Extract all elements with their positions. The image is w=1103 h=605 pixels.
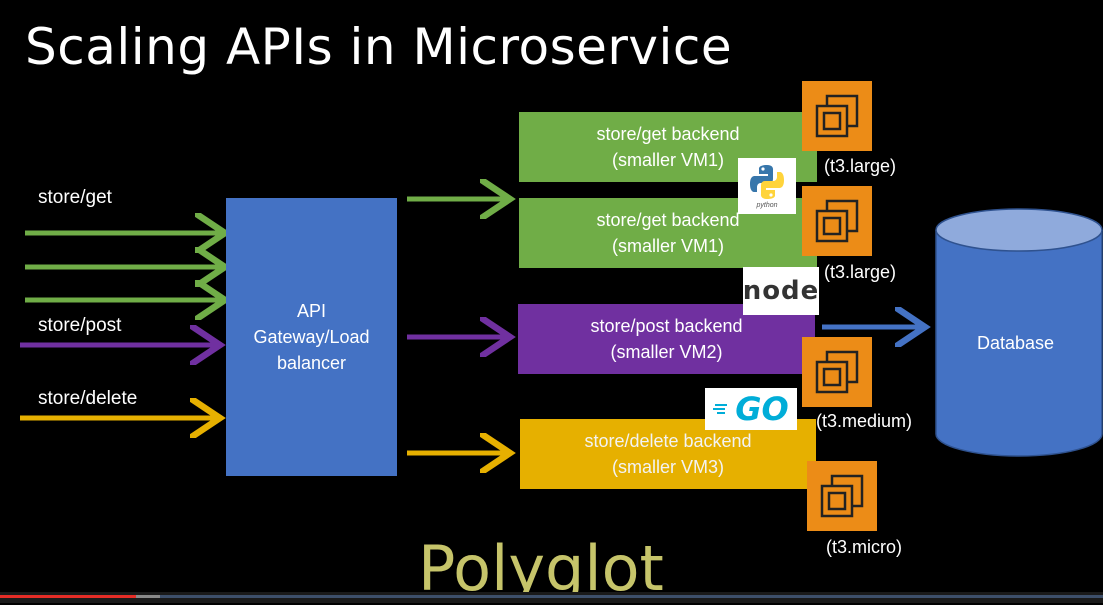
instance-label-2: (t3.large) <box>824 262 897 282</box>
backend-post-name: store/post backend <box>590 316 743 336</box>
route-label-post: store/post <box>38 315 122 336</box>
route-label-get: store/get <box>38 187 112 208</box>
gateway-line-1: API <box>296 301 326 321</box>
api-gateway-box: API Gateway/Load balancer <box>226 198 397 476</box>
backend-get-1-name: store/get backend <box>596 124 740 144</box>
backend-post-vm: (smaller VM2) <box>610 342 723 362</box>
backend-delete: store/delete backend (smaller VM3) <box>520 419 816 489</box>
instance-label-1: (t3.large) <box>824 156 897 176</box>
slide-title: Scaling APIs in Microservice <box>25 18 733 76</box>
instance-label-4: (t3.micro) <box>826 537 902 557</box>
backend-get-2-name: store/get backend <box>596 210 740 230</box>
ec2-instance-icon <box>802 337 872 407</box>
nodejs-logo-text: node <box>742 276 820 306</box>
backend-delete-vm: (smaller VM3) <box>611 457 724 477</box>
gateway-line-3: balancer <box>276 353 347 373</box>
video-progress-buffered <box>136 595 160 598</box>
instance-label-3: (t3.medium) <box>816 411 913 431</box>
golang-logo-text: GO <box>735 390 789 428</box>
backend-get-2-vm: (smaller VM1) <box>611 236 724 256</box>
video-progress-played[interactable] <box>0 595 138 598</box>
nodejs-logo-icon: node <box>743 267 819 315</box>
backend-post: store/post backend (smaller VM2) <box>518 304 815 374</box>
backend-delete-name: store/delete backend <box>584 431 752 451</box>
golang-logo-icon: GO <box>705 388 797 430</box>
video-progress-track[interactable] <box>0 595 1103 598</box>
python-logo-text: python <box>756 202 778 209</box>
database-label: Database <box>977 333 1055 353</box>
backend-get-1-vm: (smaller VM1) <box>611 150 724 170</box>
database-cylinder-icon <box>935 208 1103 457</box>
gateway-line-2: Gateway/Load <box>253 327 370 347</box>
ec2-instance-icon <box>807 461 877 531</box>
ec2-instance-icon <box>802 186 872 256</box>
python-logo-icon: python <box>738 158 796 214</box>
route-label-delete: store/delete <box>38 388 138 409</box>
ec2-instance-icon <box>802 81 872 151</box>
